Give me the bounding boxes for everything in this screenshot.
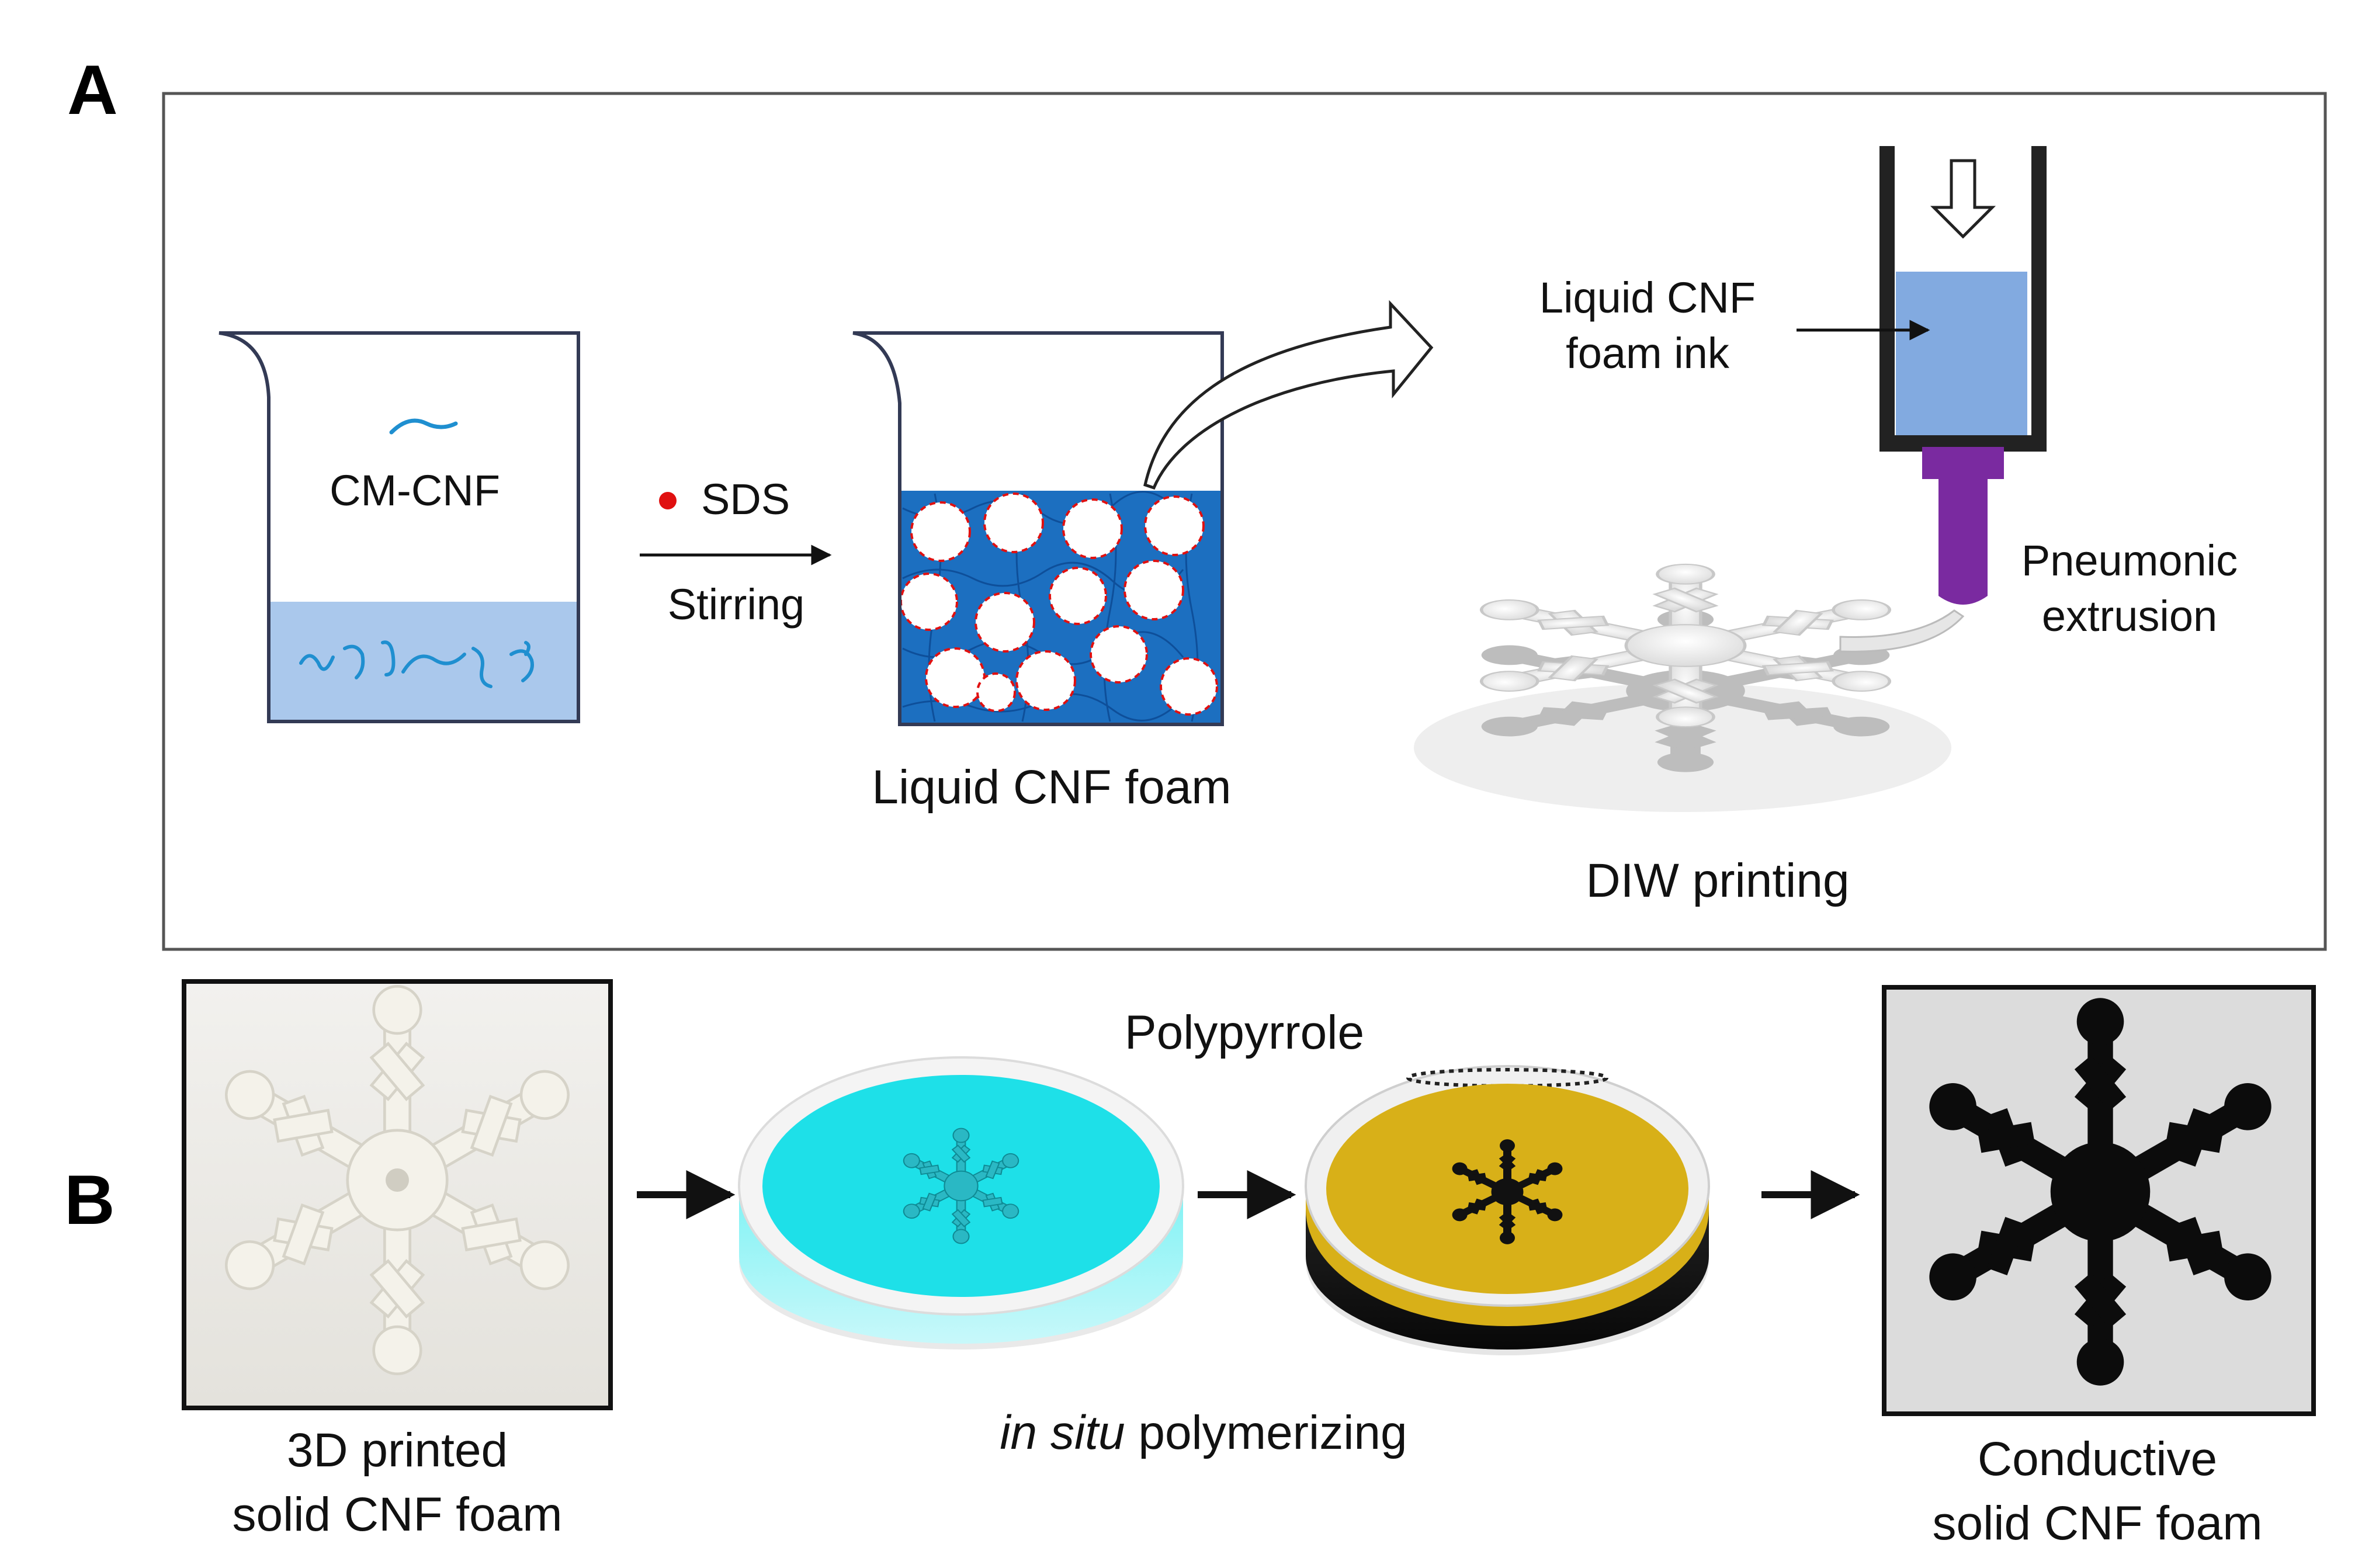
panel-a-letter: A bbox=[67, 51, 118, 129]
liquid-foam-label: Liquid CNF foam bbox=[872, 761, 1231, 814]
beaker-cm-cnf bbox=[219, 331, 580, 723]
dish-cyan bbox=[738, 1056, 1184, 1350]
cm-cnf-label: CM-CNF bbox=[330, 466, 500, 515]
printed-label-line1: 3D printed bbox=[287, 1424, 508, 1477]
photo-conductive-foam bbox=[1882, 985, 2316, 1416]
ink-label-line2: foam ink bbox=[1566, 329, 1730, 377]
sds-label: SDS bbox=[701, 475, 790, 523]
plunger-arrow-icon bbox=[1930, 159, 1996, 239]
transfer-arrow bbox=[1143, 300, 1434, 490]
syringe bbox=[1879, 146, 2047, 605]
polypyrrole-label: Polypyrrole bbox=[1125, 1006, 1364, 1059]
single-fiber bbox=[389, 418, 458, 435]
dispersed-fibers bbox=[299, 640, 534, 688]
dish-gold bbox=[1305, 1065, 1710, 1355]
panel-a-frame bbox=[162, 92, 2327, 951]
conductive-label-line2: solid CNF foam bbox=[1932, 1497, 2262, 1550]
panel-b-letter: B bbox=[64, 1161, 115, 1239]
beaker-liquid-foam bbox=[852, 331, 1224, 726]
extrusion-label-line1: Pneumonic bbox=[2021, 536, 2238, 585]
foam-bubbles bbox=[900, 492, 1218, 716]
conductive-label-line1: Conductive bbox=[1978, 1432, 2217, 1486]
extruded-filament bbox=[1839, 609, 1965, 653]
ink-label-line1: Liquid CNF bbox=[1539, 273, 1756, 322]
photo-printed-foam bbox=[182, 979, 613, 1410]
extrusion-label-line2: extrusion bbox=[2042, 592, 2217, 640]
diw-label: DIW printing bbox=[1586, 854, 1849, 907]
nozzle bbox=[1922, 447, 2004, 479]
printed-label-line2: solid CNF foam bbox=[232, 1488, 562, 1541]
insitu-label: in situ polymerizing bbox=[1000, 1406, 1407, 1459]
sds-dot bbox=[659, 492, 677, 509]
printed-snowflake-3d bbox=[1414, 564, 1965, 812]
stirring-label: Stirring bbox=[668, 580, 804, 629]
